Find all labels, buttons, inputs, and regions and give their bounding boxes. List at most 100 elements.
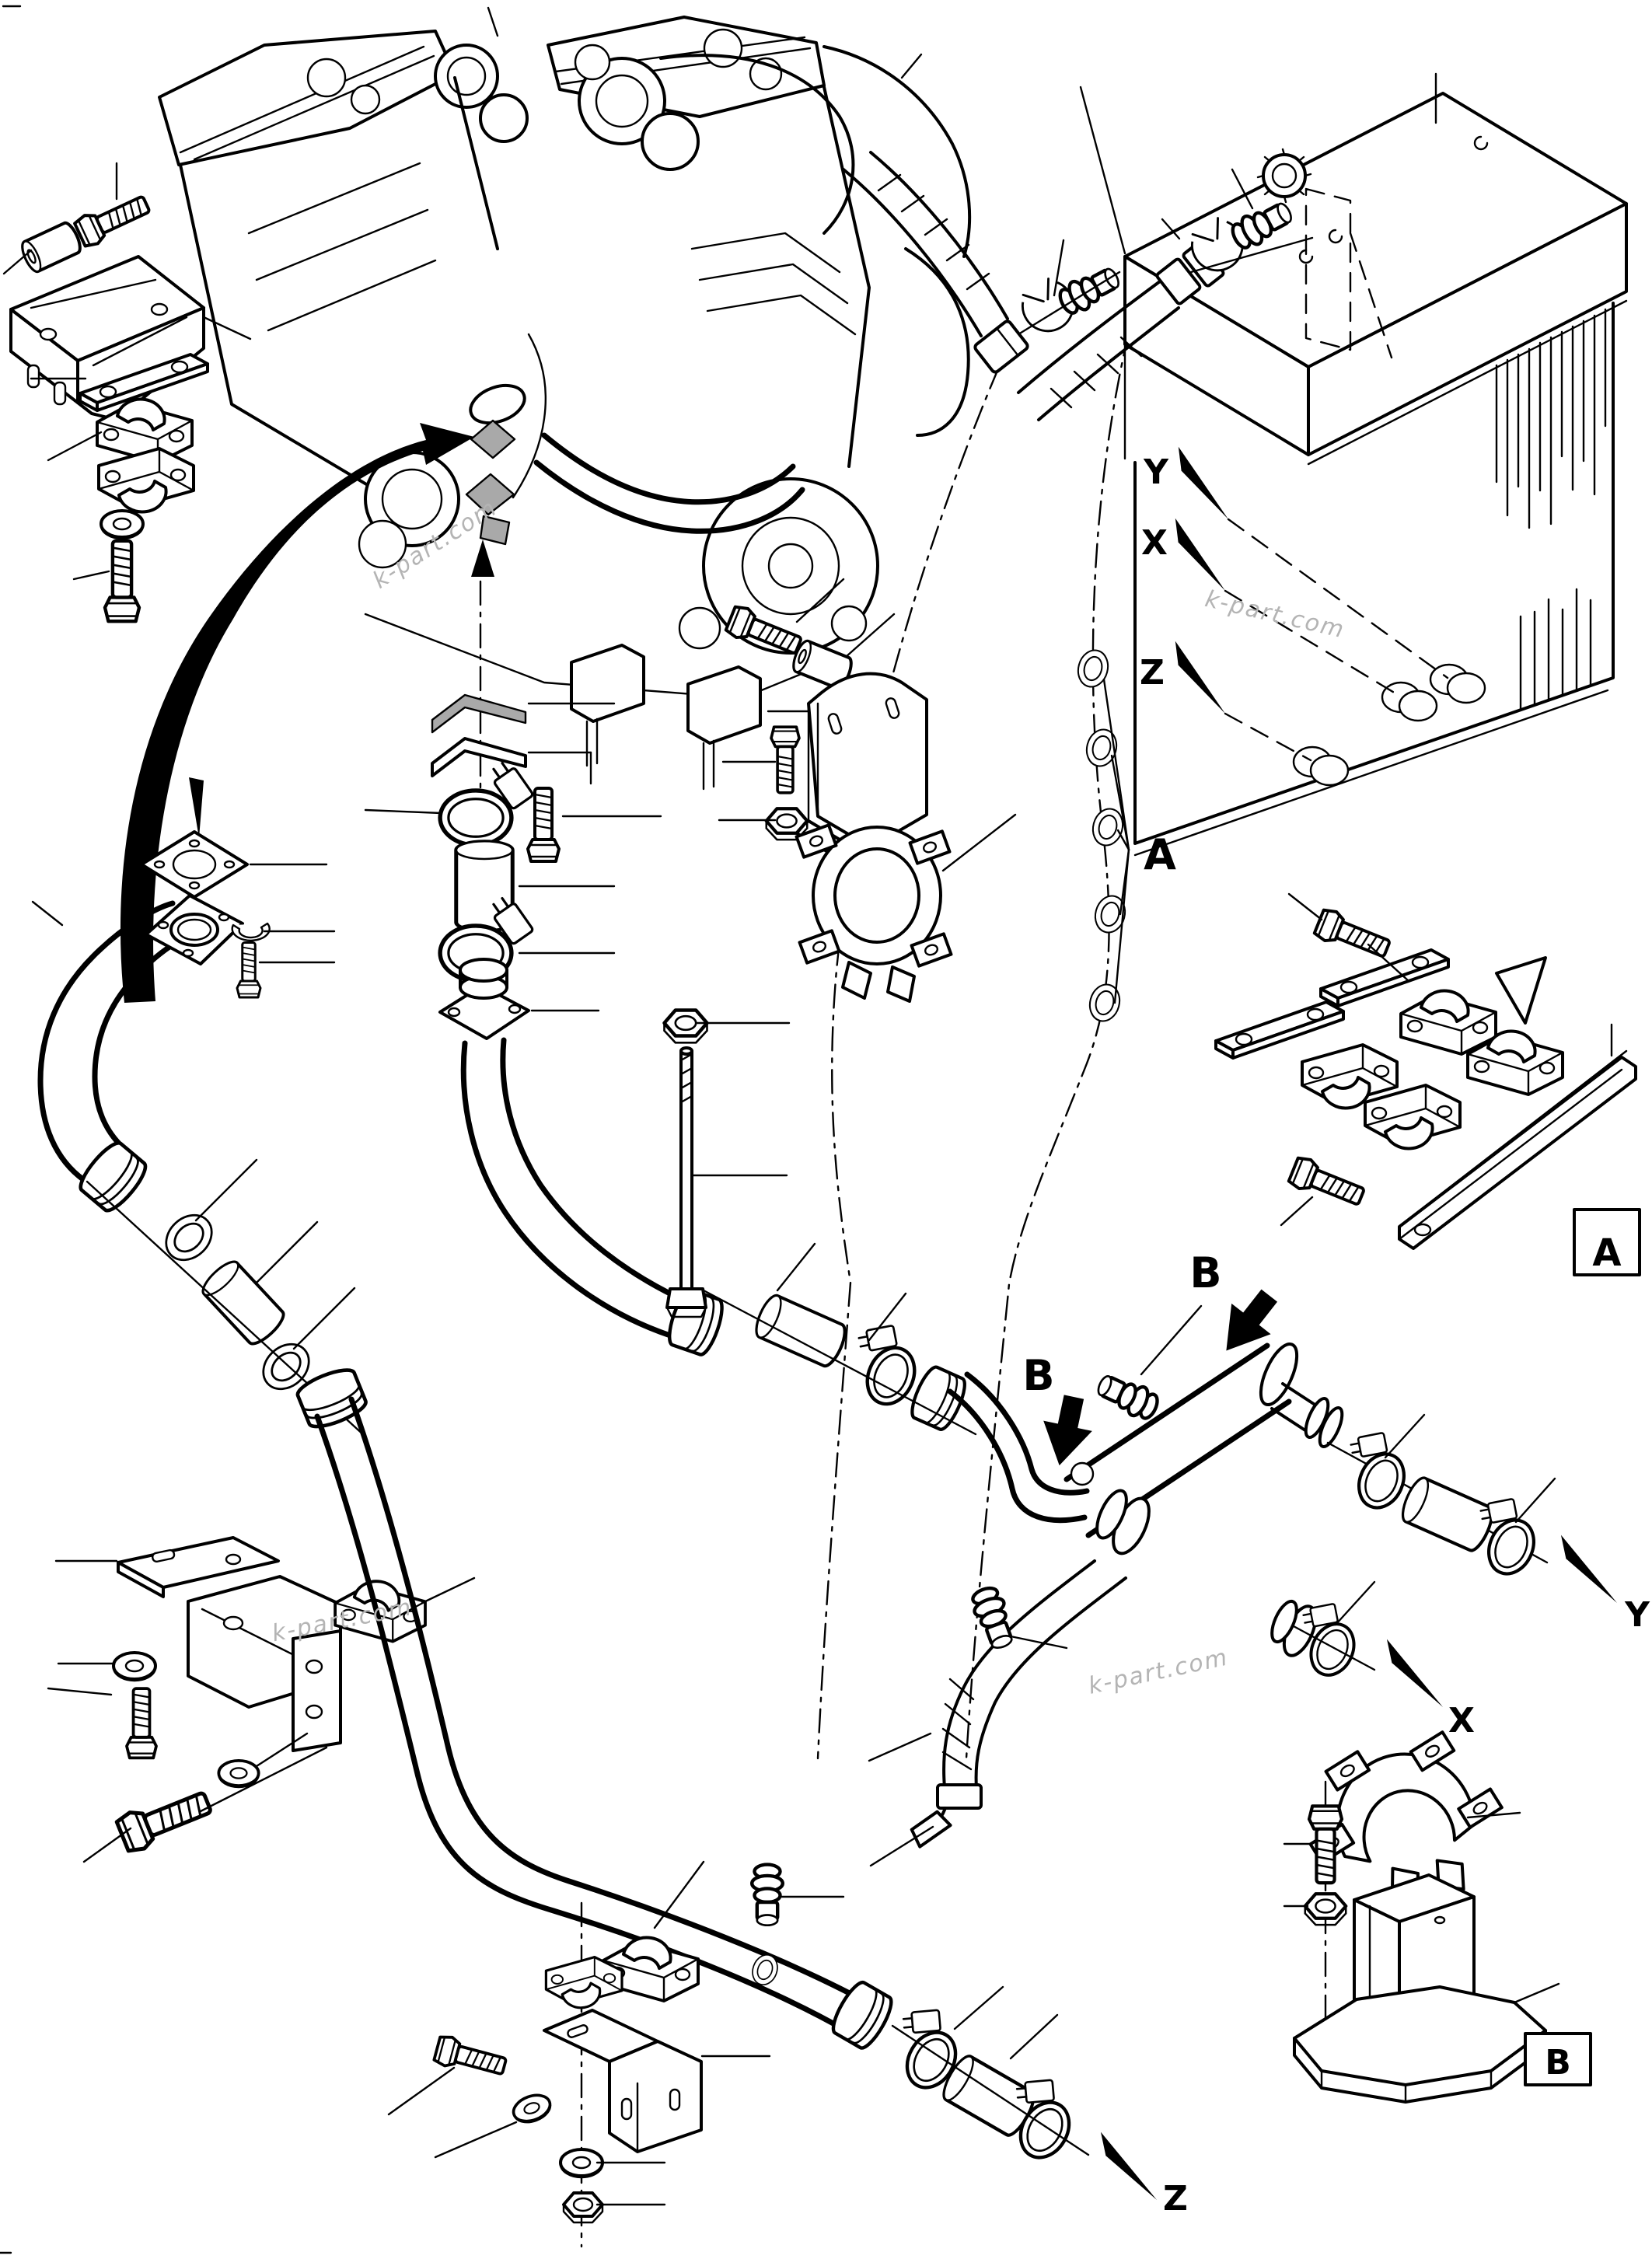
- engine-mount-foot: [686, 665, 762, 745]
- radiator-ghost-outline: [1304, 187, 1393, 359]
- retainer-strip: [1398, 1049, 1637, 1250]
- radiator-port: [1292, 745, 1350, 787]
- washer: [559, 2148, 604, 2179]
- up-arrow: [471, 539, 494, 577]
- bleed-hose-group: [868, 1559, 1127, 1867]
- long-stud-bolt: [665, 1011, 791, 1318]
- clamp-block: [1399, 989, 1497, 1056]
- leader-lines: [718, 578, 1017, 872]
- routing-pointer-arrows: [120, 423, 494, 1003]
- clamp-block: [1364, 1084, 1462, 1150]
- thermostat-outlet-pipe: [438, 958, 530, 1040]
- view-arrow-z-bottom: [1086, 2132, 1172, 2200]
- view-arrow-y-top: [1161, 446, 1245, 519]
- radiator-port: [1381, 681, 1438, 722]
- label-detail-b-right: B: [1189, 1248, 1221, 1297]
- ring-clip: [1073, 646, 1113, 691]
- water-pipe-b-assembly: [1063, 1304, 1556, 1684]
- engine-assembly: [158, 6, 972, 791]
- base-plate: [1293, 1985, 1547, 2104]
- hose-ferrule: [1155, 257, 1202, 306]
- lower-coolant-pipe: [295, 1364, 1088, 2166]
- radiator-mount-hardware-a: [1214, 892, 1637, 1250]
- detail-a-box: A: [1573, 1208, 1641, 1276]
- label-z-bottom: Z: [1163, 2179, 1188, 2219]
- view-arrow-x-top: [1158, 518, 1242, 591]
- detail-b-box-letter: B: [1545, 2043, 1571, 2083]
- leader-lines: [387, 1860, 771, 2206]
- taper-pointer: [189, 777, 204, 838]
- view-callout-arrows: [1035, 446, 1632, 2200]
- detail-a-box-letter: A: [1592, 1231, 1621, 1275]
- washer: [112, 1651, 157, 1682]
- bleeder-fitting: [1094, 1370, 1162, 1423]
- flange-gasket: [140, 830, 249, 899]
- leader-lines: [1283, 1811, 1560, 2004]
- leader-lines: [2, 162, 252, 581]
- ring-clip: [1088, 805, 1128, 850]
- nut: [665, 1011, 707, 1043]
- callout-labels: Y X Z A B B Y X Z A B: [1022, 452, 1650, 2219]
- clamp-block-lower: [97, 447, 195, 514]
- detail-b-box: B: [1524, 2032, 1592, 2086]
- long-bolt: [115, 1784, 215, 1854]
- view-arrow-x-right: [1372, 1639, 1458, 1707]
- bolt: [125, 1687, 158, 1760]
- detail-b-arrow-left: [1035, 1391, 1098, 1471]
- detail-b-subassembly: [1283, 1730, 1560, 2104]
- thermostat-hose: [460, 1037, 1090, 1524]
- hose-nipple: [752, 1865, 783, 1926]
- pipe-support-bracket-group: [718, 578, 1017, 1003]
- o-ring: [155, 1205, 222, 1270]
- bolt: [72, 188, 155, 251]
- coolant-fitting-shaded: [470, 419, 516, 459]
- pipe-saddle-clamp: [795, 823, 953, 1003]
- ring-clip: [1084, 980, 1125, 1025]
- label-detail-b-left: B: [1022, 1351, 1054, 1400]
- coolant-fitting-shaded: [465, 473, 515, 516]
- shaped-gasket: [431, 737, 527, 777]
- lower-center-clamp-group: [387, 1860, 771, 2224]
- view-arrow-z-top: [1158, 641, 1242, 714]
- radiator: [1079, 72, 1628, 857]
- label-z-top: Z: [1140, 653, 1165, 693]
- shim-plate: [1495, 956, 1547, 1025]
- label-y-top: Y: [1143, 452, 1169, 492]
- lower-left-bracket-group: [47, 1536, 476, 1863]
- leader-lines: [364, 702, 662, 1012]
- pipe-saddle-clamp: [1308, 1730, 1504, 1899]
- pipe-flange: [145, 894, 244, 965]
- label-x-top: X: [1141, 523, 1168, 563]
- label-detail-a: A: [1144, 830, 1176, 879]
- stud-bolt: [105, 541, 139, 621]
- l-bracket: [543, 2009, 703, 2153]
- bolt: [1286, 1153, 1369, 1213]
- bolt: [526, 787, 561, 863]
- mount-bracket: [187, 1575, 342, 1752]
- washer: [217, 1758, 260, 1789]
- bolt: [770, 725, 801, 794]
- hose-end: [75, 1138, 151, 1216]
- label-x-right: X: [1448, 1701, 1475, 1741]
- label-y-right: Y: [1624, 1595, 1650, 1635]
- radiator-fins: [1495, 308, 1607, 711]
- hose-sleeve: [197, 1255, 290, 1350]
- top-plate: [117, 1536, 280, 1598]
- hose-ferrule: [936, 1783, 983, 1810]
- radiator-cap: [1256, 148, 1312, 204]
- clamp-block: [544, 1956, 623, 2009]
- engine-mount-foot: [570, 644, 645, 723]
- coolant-elbow-group: [31, 830, 367, 1438]
- shaped-gasket-shaded: [431, 693, 527, 734]
- upper-left-hardware: [2, 162, 252, 621]
- detail-a-leader-fan: [1102, 678, 1130, 1004]
- washer: [100, 509, 145, 540]
- watermark: k-part.com: [1203, 585, 1348, 644]
- view-arrow-y-right: [1546, 1535, 1632, 1603]
- hose-ring-clips: [1073, 646, 1130, 1025]
- watermark: k-part.com: [1086, 1644, 1231, 1700]
- lock-nut: [562, 2191, 604, 2224]
- upper-radiator-hoses: [842, 151, 1314, 421]
- hose-sleeve: [750, 1290, 851, 1371]
